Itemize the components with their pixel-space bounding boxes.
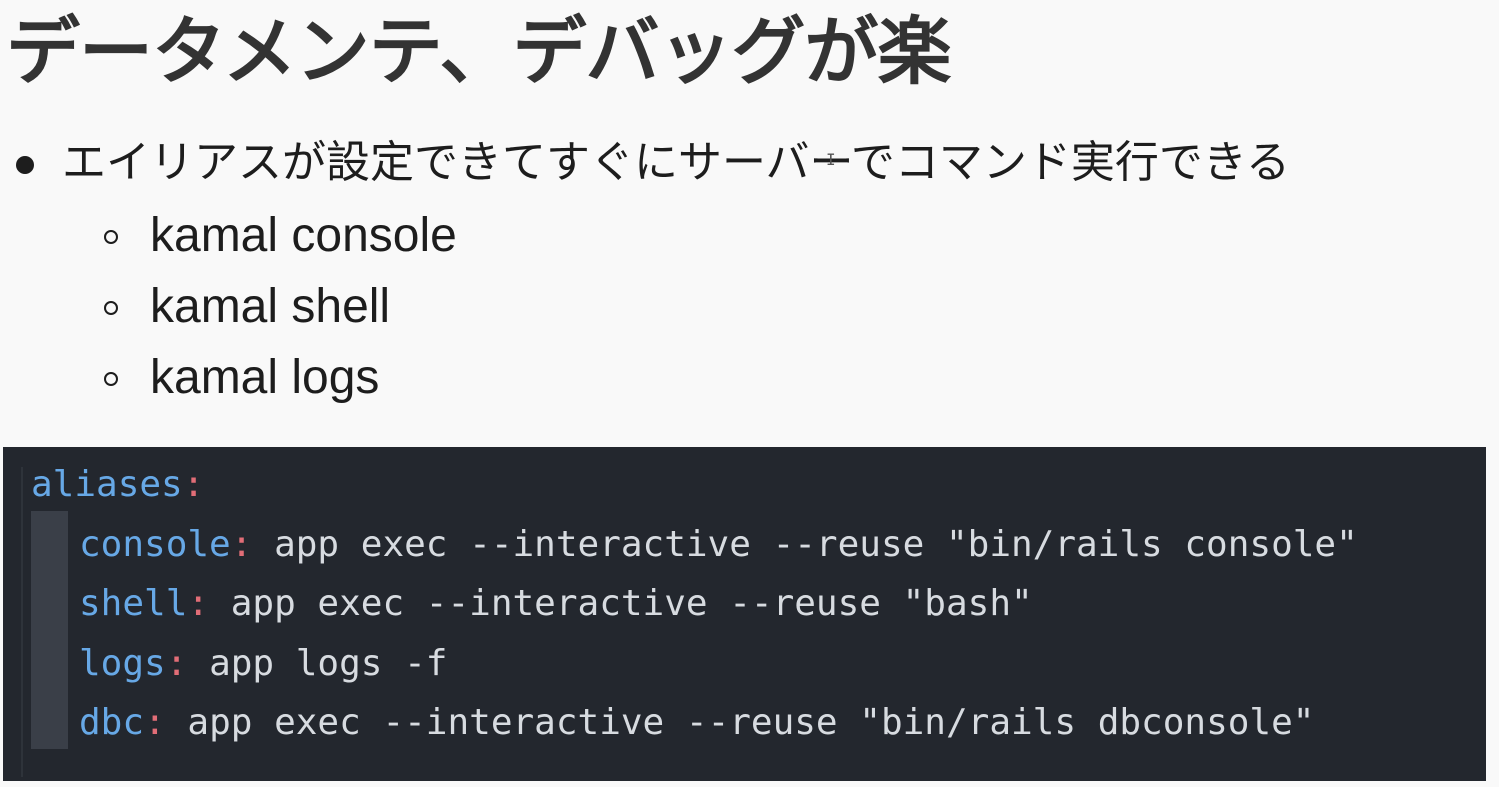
- code-line-aliases: aliases:: [31, 455, 204, 515]
- sub-bullet-circle: [104, 372, 118, 386]
- slide-title: データメンテ、デバッグが楽: [6, 9, 952, 95]
- indent-guide: [31, 511, 68, 749]
- code-key: shell: [79, 583, 188, 624]
- code-key: dbc: [79, 702, 145, 743]
- code-colon: :: [165, 643, 188, 684]
- code-value: app exec --interactive --reuse "bin/rail…: [165, 702, 1315, 743]
- bullet-dot: [16, 156, 34, 174]
- code-key: console: [79, 524, 231, 565]
- sub-item-logs: kamal logs: [150, 351, 380, 404]
- code-colon: :: [144, 702, 166, 743]
- code-colon: :: [182, 464, 205, 505]
- sub-item-shell: kamal shell: [150, 280, 391, 333]
- sub-bullet-circle: [104, 230, 118, 244]
- text-cursor-icon: I: [826, 150, 836, 169]
- code-line-shell: shell: app exec --interactive --reuse "b…: [79, 574, 1033, 634]
- bullet-text: エイリアスが設定できてすぐにサーバーでコマンド実行できる: [62, 137, 1291, 188]
- code-line-console: console: app exec --interactive --reuse …: [79, 515, 1358, 575]
- code-colon: :: [230, 524, 253, 565]
- code-value: app logs -f: [187, 643, 448, 684]
- code-colon: :: [187, 583, 210, 624]
- sub-bullet-circle: [104, 301, 118, 315]
- code-line-dbc: dbc: app exec --interactive --reuse "bin…: [79, 693, 1314, 753]
- sub-item-console: kamal console: [150, 209, 457, 262]
- code-block: aliases: console: app exec --interactive…: [3, 447, 1486, 781]
- code-key: logs: [79, 643, 166, 684]
- code-value: app exec --interactive --reuse "bin/rail…: [252, 524, 1358, 565]
- code-line-logs: logs: app logs -f: [79, 634, 447, 694]
- code-value: app exec --interactive --reuse "bash": [209, 583, 1033, 624]
- code-left-rule: [21, 467, 23, 777]
- code-key: aliases: [31, 464, 183, 505]
